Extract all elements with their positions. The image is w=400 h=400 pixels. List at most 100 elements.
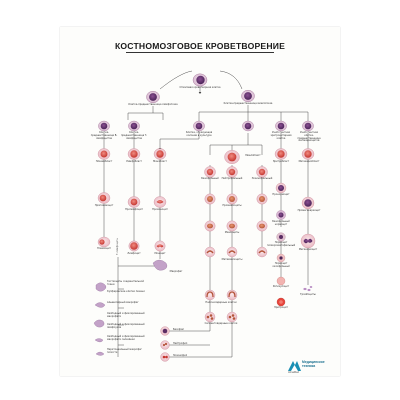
megakaryoblast-icon	[301, 148, 315, 160]
lymphoblast-icon	[127, 148, 141, 160]
label-monocyte: Моноцит	[154, 252, 166, 255]
stem-cell-icon	[192, 73, 208, 87]
label-poly-norm: Нормоцит полихроматофильный	[267, 241, 296, 247]
promyelocyte-neutrophil-icon	[226, 166, 238, 178]
promegakaryocyte-icon	[301, 196, 315, 210]
segmented-cells-row-icon	[204, 311, 238, 323]
brand-name: AlmaMed	[288, 371, 299, 374]
prolymphocyte-icon	[127, 196, 141, 208]
label-promegakaryocyte: Промегакариоцит	[297, 209, 321, 212]
label-basophilic: Базофильный	[201, 177, 219, 180]
band-cells-row-icon	[204, 289, 238, 301]
oxy-normocyte-icon	[276, 253, 286, 263]
label-gm-prog: Клетка, образующая колонии в культуре	[185, 131, 213, 137]
label-plasmocyte: Плазмоцит	[97, 247, 111, 250]
label-promonocyte: Промоноцит	[152, 208, 168, 211]
b-progenitor-icon	[98, 120, 110, 132]
label-eosinophilic: Эозинофильный	[251, 177, 273, 180]
lymphocyte-icon	[128, 240, 140, 252]
label-eosinophil: Эозинофил	[173, 354, 188, 357]
label-erythro-prog: Унипотентная эритроцитарная клетка	[270, 131, 292, 140]
pronormocyte-icon	[275, 182, 287, 194]
label-metamyelocytes: Метамиелоциты	[221, 258, 243, 261]
label-myeloid-prog: Клетка-предшественница миелопоэза	[223, 102, 273, 105]
megakaryocyte-progenitor-icon	[302, 120, 314, 132]
brand-text: Медицинское техника	[302, 360, 325, 368]
label-monoblast: Монобласт	[153, 160, 167, 163]
platelets-icon	[303, 286, 313, 292]
sidebar-item-3: Свободный и фиксированный макрофаги	[107, 312, 145, 318]
label-megakaryoblast: Мегакариобласт	[298, 160, 320, 163]
t-progenitor-icon	[128, 120, 140, 132]
label-neutrophilic: Нейтрофильный	[221, 177, 243, 180]
t-lymph-side-label: Т-лимфоциты	[116, 238, 119, 255]
label-neutrophil: Нейтрофил	[173, 342, 188, 345]
label-segmented: Сегментоядерные клетки	[204, 322, 238, 325]
sidebar-item-4: Свободный и фиксированный лимфоузла	[107, 323, 145, 329]
macrophage-variants-icon	[93, 282, 107, 356]
myeloblast-icon	[224, 150, 240, 164]
label-macrophage: Макрофаг	[169, 270, 183, 273]
metamyelocytes-row-icon	[204, 246, 268, 258]
hematopoiesis-tree: Т-лимфоциты	[93, 70, 316, 371]
erythroid-progenitor-icon	[275, 120, 287, 132]
eosinophil-bottom-icon	[160, 352, 170, 362]
lymphoid-progenitor-icon	[146, 90, 160, 103]
erythrocyte-icon	[276, 297, 286, 307]
label-band: Палочкоядерные клетки	[205, 301, 237, 304]
label-t-prog: Клетка-предшественница T-лимфоцитов	[120, 131, 148, 140]
basophil-bottom-icon	[160, 326, 170, 336]
label-platelets: Тромбоциты	[300, 293, 316, 296]
label-stem: Стволовая кроветворная клетка	[179, 86, 221, 89]
proplasmocyte-icon	[97, 192, 111, 204]
label-erythrocyte: Эритроцит	[274, 306, 288, 309]
label-oxy-norm: Нормоцит оксифильный	[272, 262, 290, 268]
sidebar-item-0: Гистиоциты соединительной ткани	[107, 280, 144, 286]
megakaryocyte-icon	[300, 233, 316, 249]
label-basophil: Базофил	[173, 328, 184, 331]
basophilic-normocyte-icon	[276, 210, 286, 220]
sidebar-item-1: Купферовские клетки печени	[107, 290, 145, 293]
monocyte-icon	[154, 240, 166, 252]
label-plasmablast: Плазмобласт	[95, 160, 113, 163]
label-lymphocyte: Лимфоцит	[127, 252, 141, 255]
label-erythroblast: Эритробласт	[272, 160, 290, 163]
label-myelocytes: Миелоциты	[224, 231, 240, 234]
sidebar-item-6: Перитонеальный макрофаг полости	[107, 348, 142, 354]
promyelocyte-eosinophil-icon	[256, 166, 268, 178]
tree-connectors	[103, 70, 309, 358]
myelocytes-row-icon	[204, 220, 268, 232]
poster-title: КОСТНОМОЗГОВОЕ КРОВЕТВОРЕНИЕ	[114, 41, 286, 51]
promyelocytes-row-icon	[204, 193, 268, 205]
sidebar-item-2: Альвеолярный макрофаг	[107, 301, 139, 304]
label-reticulocyte: Ретикулоцит	[272, 285, 290, 288]
promyelocyte-basophil-icon	[204, 166, 216, 178]
macrophage-icon	[152, 259, 168, 271]
label-lymphoblast: Лимфобласт	[126, 160, 142, 163]
title-underline	[126, 52, 274, 53]
label-myeloblast: Миелобласт	[245, 154, 261, 157]
label-prolymphocyte: Пролимфоцит	[125, 208, 143, 211]
label-lymphoid-prog: Клетка-предшественница лимфопоэза	[128, 103, 178, 106]
label-basophilic-norm: Базофильный нормоцит	[272, 220, 290, 226]
poster: КОСТНОМОЗГОВОЕ КРОВЕТВОРЕНИЕ	[60, 27, 340, 376]
label-promyelocytes: Промиелоциты	[222, 204, 242, 207]
granulocyte-progenitor-icon	[242, 120, 254, 132]
neutrophil-bottom-icon	[160, 340, 170, 350]
label-pronormocyte: Пронормоцит	[272, 193, 290, 196]
poly-normocyte-icon	[276, 232, 286, 242]
plasmablast-icon	[97, 148, 111, 160]
gm-progenitor-icon	[193, 120, 205, 132]
label-proplasmocyte: Проплазмоцит	[94, 204, 114, 207]
label-b-prog: Клетка-предшественница B-лимфоцитов	[90, 131, 118, 140]
promonocyte-icon	[153, 196, 167, 208]
myeloid-progenitor-icon	[241, 90, 255, 103]
label-megakaryocyte: Мегакариоцит	[298, 248, 318, 251]
label-mega-prog: Унипотентная клетка-предшественница мега…	[297, 131, 321, 143]
sidebar-item-5: Свободный и фиксированный макрофаги селе…	[107, 335, 145, 341]
almamed-logo-icon	[288, 361, 301, 371]
reticulocyte-icon	[276, 276, 286, 286]
plasmocyte-icon	[97, 236, 111, 248]
monoblast-icon	[153, 148, 167, 160]
erythroblast-icon	[274, 148, 288, 160]
